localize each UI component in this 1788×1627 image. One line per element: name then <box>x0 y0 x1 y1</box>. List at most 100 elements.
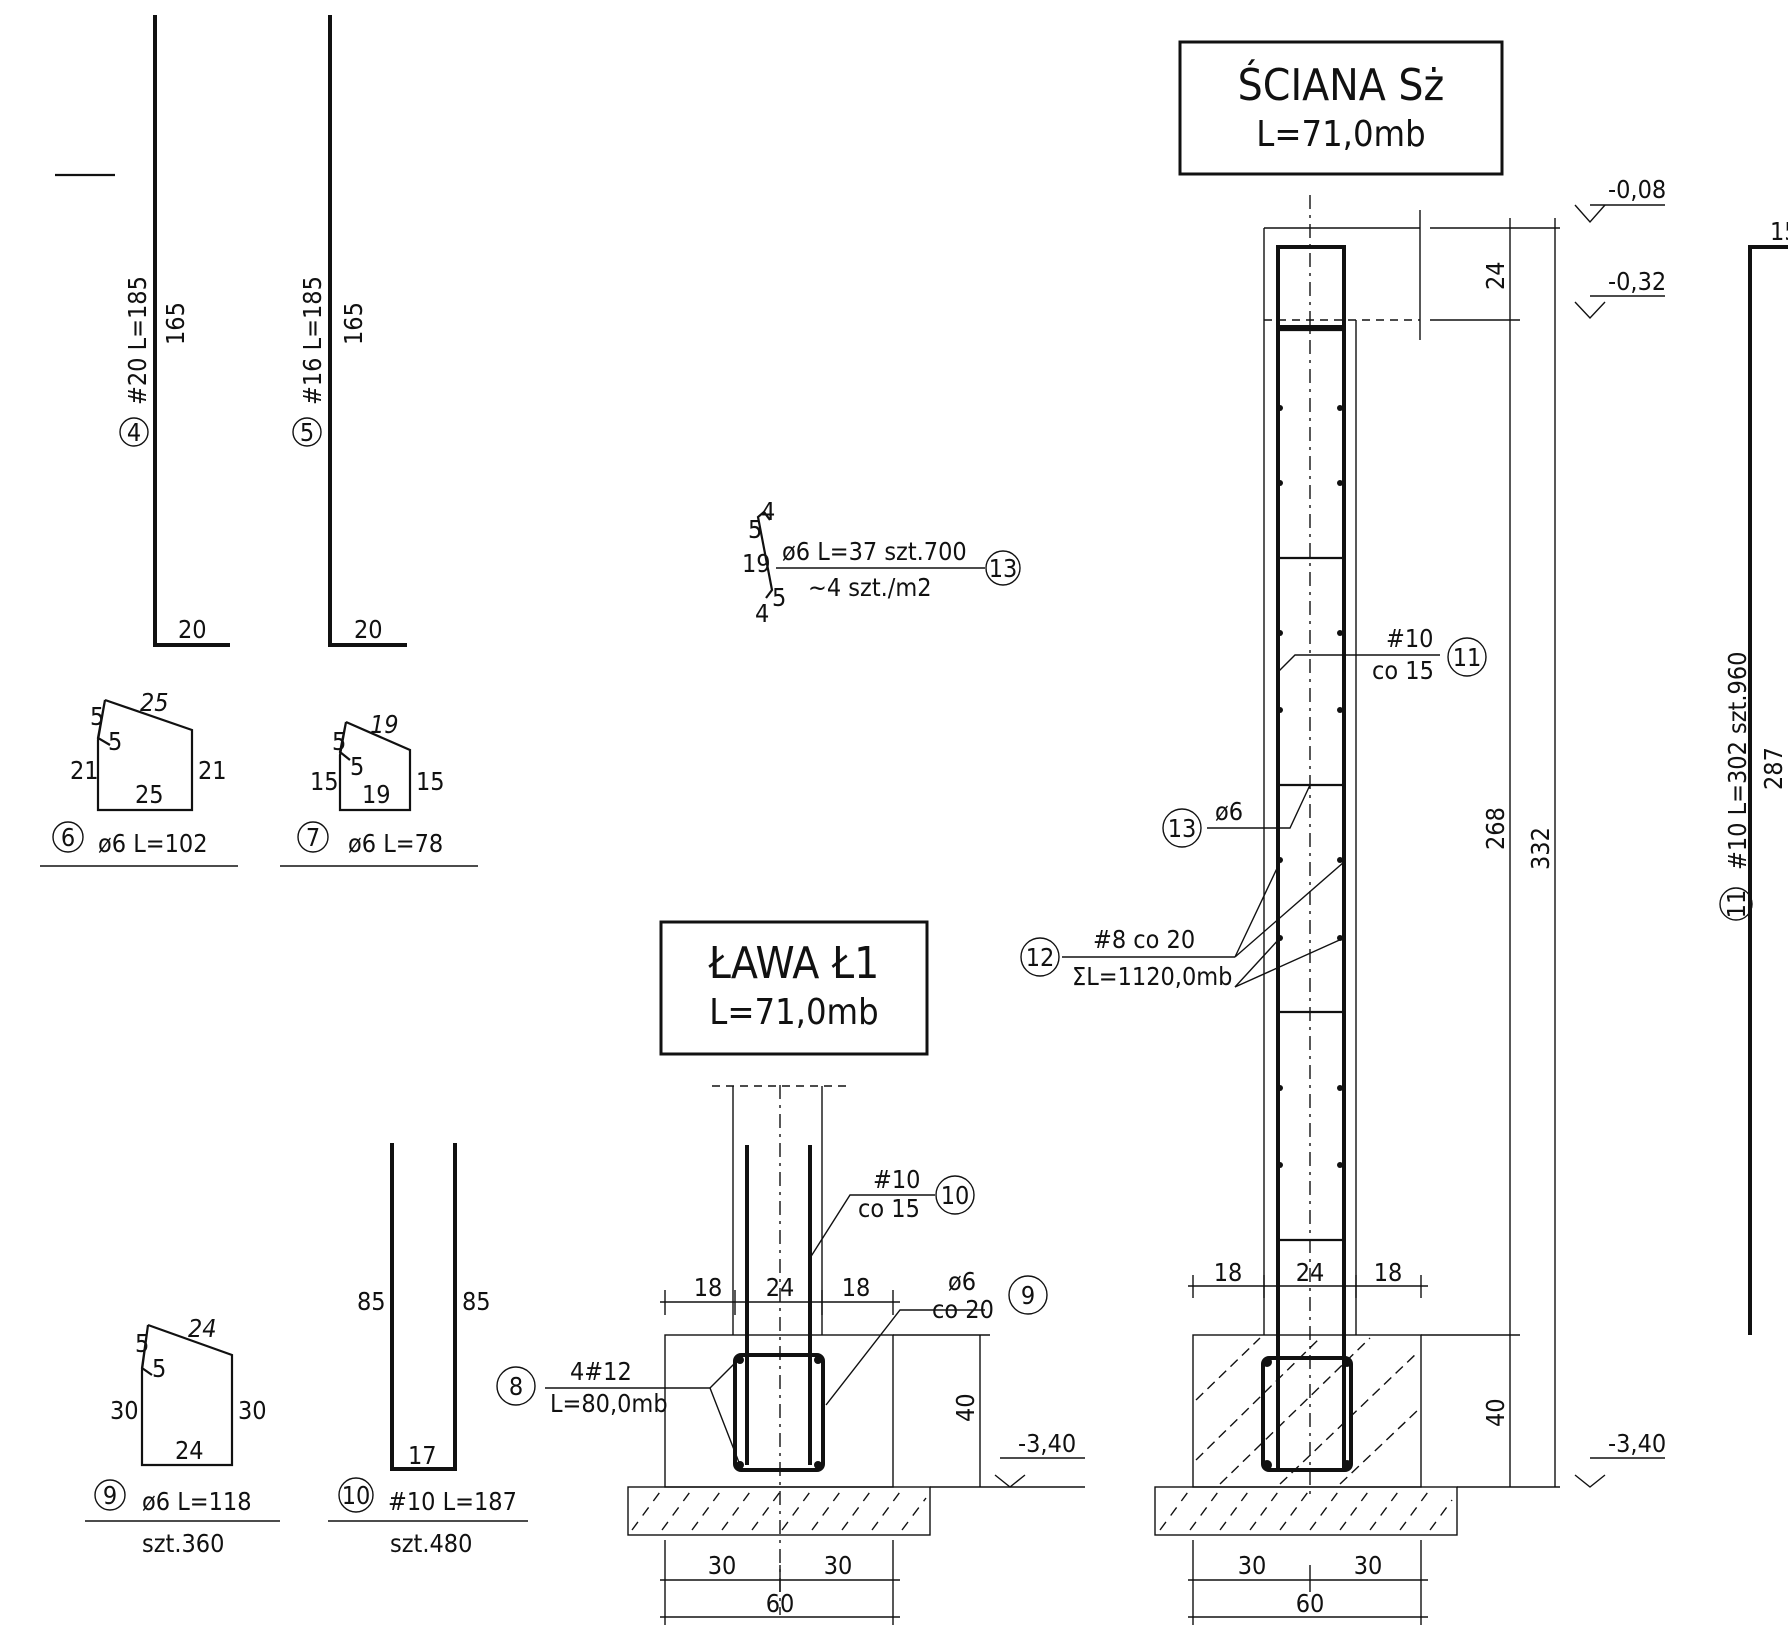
lawa-title: ŁAWA Ł1 <box>708 938 880 989</box>
bar-6-bottom-length: 25 <box>135 780 164 809</box>
sciana-section: 18 24 18 30 30 60 24 268 332 40 -0,08 -0… <box>1020 175 1666 1625</box>
bar-4-schedule: 4 #20 L=185 165 20 <box>55 15 230 647</box>
lawa-callout-9-spec: ø6 <box>948 1267 976 1296</box>
bar-5-foot-length: 20 <box>354 615 383 644</box>
sciana-callout-12-number: 12 <box>1026 943 1055 972</box>
bar-10-quantity: szt.480 <box>390 1529 472 1558</box>
lawa-callout-8-spec: 4#12 <box>570 1357 632 1386</box>
bar-13-number: 13 <box>989 554 1018 583</box>
lawa-dim-18-right: 18 <box>842 1273 871 1302</box>
lawa-title-box: ŁAWA Ł1 L=71,0mb <box>659 920 929 1056</box>
sciana-dim-24-vertical: 24 <box>1481 261 1510 290</box>
bar-7-left-length: 15 <box>310 767 339 796</box>
bar-11-number: 11 <box>1722 890 1751 919</box>
bar-9-top-length: 24 <box>188 1314 217 1343</box>
bar-4-leg-length: 165 <box>161 302 190 345</box>
lawa-callout-10-spec: #10 <box>873 1165 920 1194</box>
bar-11-schedule: 11 #10 L=302 szt.960 287 15 <box>1719 217 1788 1335</box>
bar-7-hook-inner: 5 <box>350 752 364 781</box>
bar-4-spec: #20 L=185 <box>123 276 152 405</box>
bar-10-bottom-length: 17 <box>408 1441 437 1470</box>
bar-13-spec: ø6 L=37 szt.700 <box>782 537 967 566</box>
bar-11-top-length: 15 <box>1770 217 1788 246</box>
lawa-dim-60: 60 <box>766 1589 795 1618</box>
bar-5-schedule: 5 #16 L=185 165 20 <box>292 15 407 647</box>
sciana-callout-12-spec: #8 co 20 <box>1093 925 1195 954</box>
sciana-callout-12-length: ΣL=1120,0mb <box>1072 962 1232 991</box>
bar-9-spec: ø6 L=118 <box>142 1487 252 1516</box>
sciana-level-mid: -0,32 <box>1608 267 1666 296</box>
bar-7-right-length: 15 <box>416 767 445 796</box>
bar-6-spec: ø6 L=102 <box>98 829 208 858</box>
bar-6-hook: 5 <box>90 702 104 731</box>
bar-7-top-length: 19 <box>370 710 399 739</box>
sciana-dim-30-right: 30 <box>1354 1551 1383 1580</box>
lawa-callout-8-length: L=80,0mb <box>550 1389 668 1418</box>
sciana-dim-268: 268 <box>1481 807 1510 850</box>
bar-7-schedule: 19 5 5 15 15 19 7 ø6 L=78 <box>280 710 478 867</box>
bar-13-d5a: 5 <box>748 515 762 544</box>
bar-13-d4b: 4 <box>755 599 769 628</box>
lawa-callout-8-number: 8 <box>509 1372 523 1401</box>
lawa-dim-30-right: 30 <box>824 1551 853 1580</box>
sciana-dim-30-left: 30 <box>1238 1551 1267 1580</box>
bar-6-number: 6 <box>61 823 75 852</box>
bar-4-foot-length: 20 <box>178 615 207 644</box>
bar-11-spec: #10 L=302 szt.960 <box>1723 652 1752 870</box>
bar-10-right-length: 85 <box>462 1287 491 1316</box>
bar-7-spec: ø6 L=78 <box>348 829 443 858</box>
bar-13-d19: 19 <box>742 549 771 578</box>
bar-7-number: 7 <box>306 823 320 852</box>
lawa-callout-9-spacing: co 20 <box>932 1295 994 1324</box>
bar-5-leg-length: 165 <box>339 302 368 345</box>
lawa-section: 18 24 18 40 -3,40 30 30 60 #10 co 15 10 … <box>496 1085 1085 1625</box>
bar-9-left-length: 30 <box>110 1396 139 1425</box>
sciana-dim-60: 60 <box>1296 1589 1325 1618</box>
lawa-dim-18-left: 18 <box>694 1273 723 1302</box>
sciana-title: ŚCIANA Sż <box>1238 58 1445 111</box>
bar-6-right-length: 21 <box>198 756 227 785</box>
lawa-callout-9-number: 9 <box>1021 1281 1035 1310</box>
bar-5-number: 5 <box>300 418 314 447</box>
lawa-dim-40: 40 <box>951 1393 980 1422</box>
sciana-dim-332: 332 <box>1526 827 1555 870</box>
bar-10-left-length: 85 <box>357 1287 386 1316</box>
bar-13-density: ~4 szt./m2 <box>808 573 932 602</box>
lawa-callout-10-spacing: co 15 <box>858 1194 920 1223</box>
sciana-dim-18-right: 18 <box>1374 1258 1403 1287</box>
sciana-callout-11-spec: #10 <box>1386 624 1433 653</box>
sciana-level-bottom: -3,40 <box>1608 1429 1666 1458</box>
bar-10-schedule: 85 85 17 10 #10 L=187 szt.480 <box>328 1143 528 1558</box>
bar-9-quantity: szt.360 <box>142 1529 224 1558</box>
bar-13-d4a: 4 <box>761 497 775 526</box>
lawa-level: -3,40 <box>1018 1429 1076 1458</box>
bar-13-schedule: 4 5 19 5 4 ø6 L=37 szt.700 ~4 szt./m2 13 <box>742 497 1021 628</box>
bar-6-top-length: 25 <box>140 688 169 717</box>
sciana-callout-13-number: 13 <box>1168 814 1197 843</box>
bar-9-schedule: 24 5 5 30 30 24 9 ø6 L=118 szt.360 <box>85 1314 280 1558</box>
sciana-callout-11-spacing: co 15 <box>1372 656 1434 685</box>
sciana-title-box: ŚCIANA Sż L=71,0mb <box>1178 40 1504 176</box>
bar-9-number: 9 <box>103 1481 117 1510</box>
bar-6-left-length: 21 <box>70 756 99 785</box>
sciana-dim-18-left: 18 <box>1214 1258 1243 1287</box>
bar-11-length: 287 <box>1759 747 1788 790</box>
sciana-level-top: -0,08 <box>1608 175 1666 204</box>
lawa-callout-10-number: 10 <box>941 1181 970 1210</box>
bar-9-right-length: 30 <box>238 1396 267 1425</box>
sciana-dim-40-vertical: 40 <box>1481 1398 1510 1427</box>
bar-10-number: 10 <box>342 1481 371 1510</box>
bar-6-schedule: 25 5 5 21 21 25 6 ø6 L=102 <box>40 688 238 867</box>
bar-6-hook-inner: 5 <box>108 727 122 756</box>
bar-9-hook-inner: 5 <box>152 1354 166 1383</box>
sciana-dim-24: 24 <box>1296 1258 1325 1287</box>
bar-13-d5b: 5 <box>772 583 786 612</box>
bar-9-hook: 5 <box>135 1329 149 1358</box>
bar-9-bottom-length: 24 <box>175 1436 204 1465</box>
bar-4-number: 4 <box>127 418 141 447</box>
bar-5-spec: #16 L=185 <box>298 276 327 405</box>
sciana-callout-13-spec: ø6 <box>1215 797 1243 826</box>
sciana-length: L=71,0mb <box>1256 114 1425 155</box>
bar-10-spec: #10 L=187 <box>388 1487 517 1516</box>
